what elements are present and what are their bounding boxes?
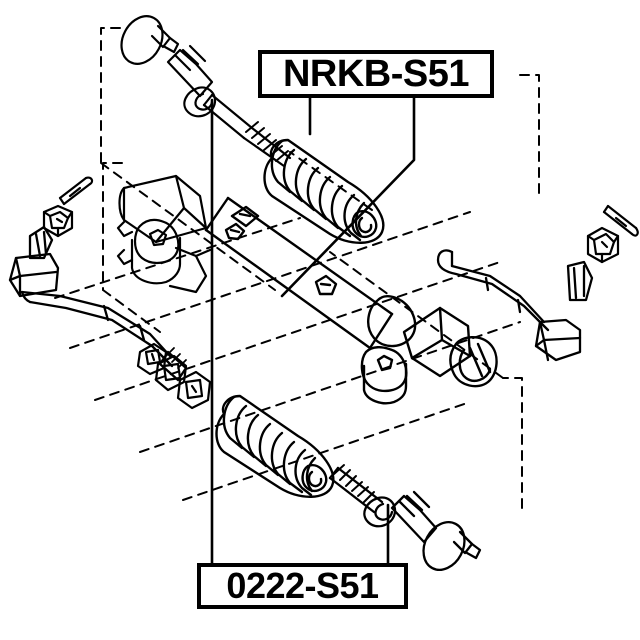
castle-nut-left [42,204,74,238]
part-number-label-top: NRKB-S51 [282,53,470,95]
dashed-bracket-upper-left [100,27,276,291]
cotter-pin-left [58,176,94,206]
cotter-pin-right [602,204,639,237]
lower-rack-boot [215,394,335,498]
end-cap-lower [422,521,482,571]
upper-inner-tie-rod [166,44,292,168]
end-cap-upper [120,15,180,65]
rack-inner-tube [116,174,212,294]
dashed-bracket-mid-left [102,162,161,333]
leader-lines [210,96,416,565]
lower-inner-tie-rod [328,464,438,544]
right-outer-tie-rod-end [436,249,594,362]
leader-top-right [280,96,416,298]
part-number-callout-0222[interactable]: 0222-S51 [197,563,408,609]
rack-axis-guides [54,211,521,501]
part-number-label-bottom: 0222-S51 [226,565,379,606]
steering-rack-housing [204,196,498,405]
castle-nut-right [586,226,620,264]
boot-clamp-set [136,342,212,410]
upper-rack-boot [263,138,385,244]
part-number-callout-nrkb[interactable]: NRKB-S51 [258,50,494,98]
